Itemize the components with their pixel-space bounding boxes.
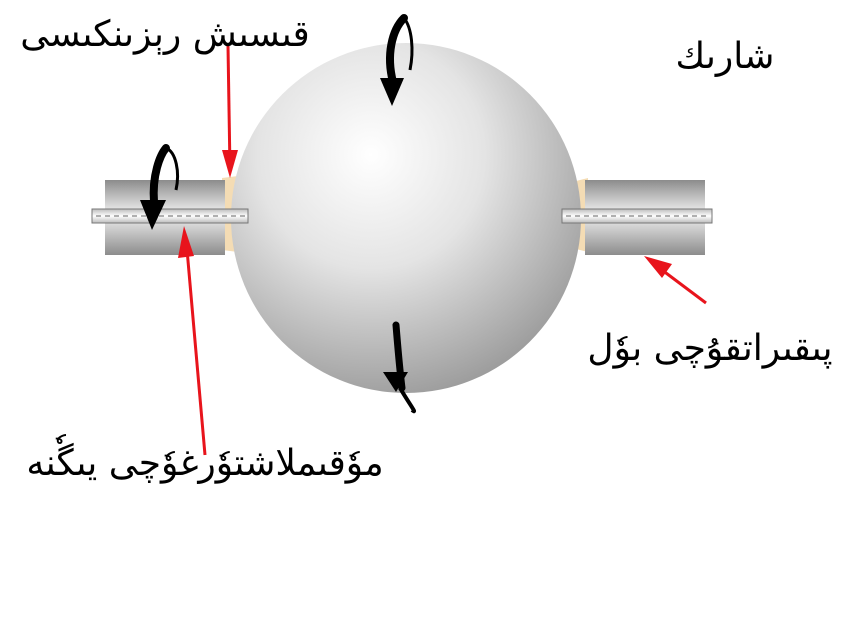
rotation-arrow-bottom-icon [383,321,417,414]
pointer-fixing-needle [178,226,207,456]
label-rotating-rod: پىقىراتقۇچى بوٗل [587,328,832,369]
label-fixing-needle: موٗقىملاشتوٗرغوٗچى يىگٗنە [26,434,383,484]
right-needle [561,208,713,224]
pointer-rubber-clamp [222,45,238,178]
label-sphere: شارىك [676,36,775,77]
rotation-arrow-top-icon [380,14,414,106]
left-needle [91,208,249,224]
pointer-rotating-rod [644,256,707,305]
label-rubber-clamp: قىسىش رېزىنكىسى [20,14,309,55]
rotation-arrow-left-icon [140,144,180,230]
sphere [231,43,581,393]
